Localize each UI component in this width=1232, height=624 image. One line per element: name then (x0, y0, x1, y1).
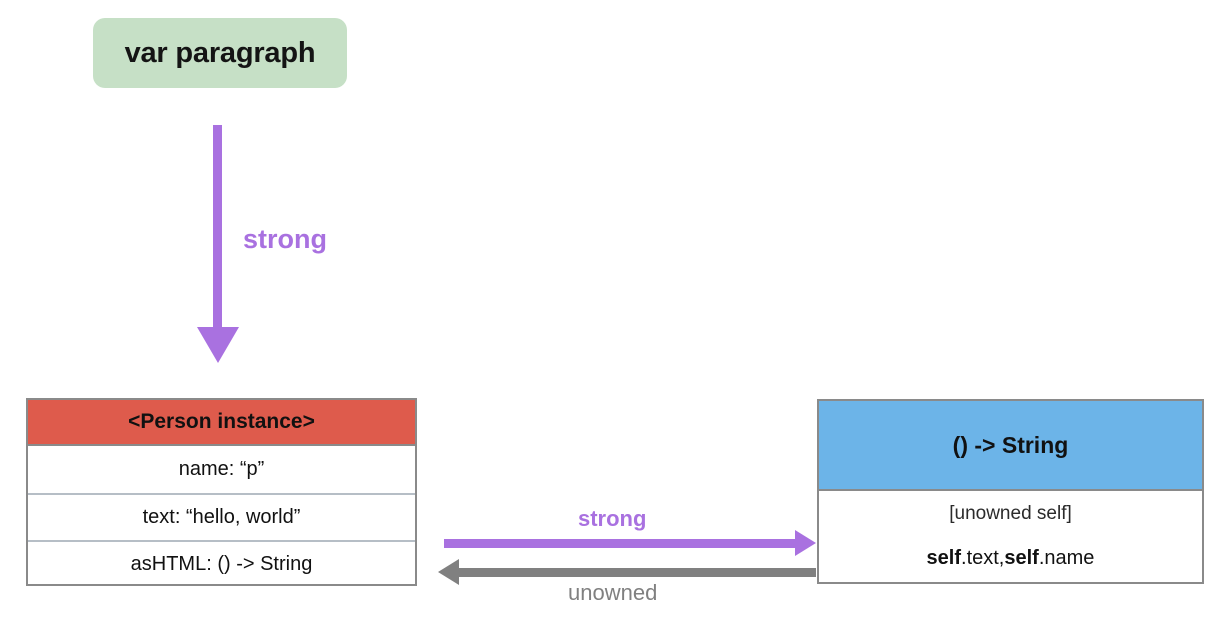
unowned-arrow-horizontal (438, 559, 816, 585)
closure-body-self-1: self (926, 547, 962, 569)
person-instance-row-text: text: “hello, world” (28, 493, 415, 540)
arrow-head-right-icon (795, 530, 816, 556)
closure-object-table: () -> String [unowned self] self.text, s… (817, 399, 1204, 584)
strong-arrow-vertical-label: strong (243, 224, 327, 254)
closure-body-self-2: self (1004, 547, 1039, 569)
person-instance-row-name: name: “p” (178, 458, 265, 480)
closure-body-name: .name (1038, 547, 1095, 569)
arrow-shaft (213, 125, 222, 330)
arrow-head-down-icon (197, 327, 239, 363)
strong-arrow-vertical (197, 125, 239, 363)
person-instance-row-ashtml: asHTML: () -> String (28, 540, 415, 587)
closure-object-header: () -> String (819, 401, 1202, 491)
person-instance-header: <Person instance> (28, 400, 415, 446)
variable-box: var paragraph (93, 18, 347, 88)
person-instance-table: <Person instance> name: “p” text: “hello… (26, 398, 417, 586)
closure-body-text: .text, (961, 547, 1005, 569)
strong-arrow-horizontal (444, 530, 816, 556)
unowned-arrow-horizontal-label: unowned (568, 580, 658, 605)
closure-capture-list-row: [unowned self] (949, 502, 1072, 524)
arrow-shaft (458, 568, 816, 577)
strong-arrow-horizontal-label: strong (578, 506, 647, 531)
closure-body-row: self.text, self.name (819, 536, 1202, 581)
arrow-head-left-icon (438, 559, 459, 585)
arrow-shaft (444, 539, 796, 548)
variable-box-label: var paragraph (124, 36, 316, 69)
